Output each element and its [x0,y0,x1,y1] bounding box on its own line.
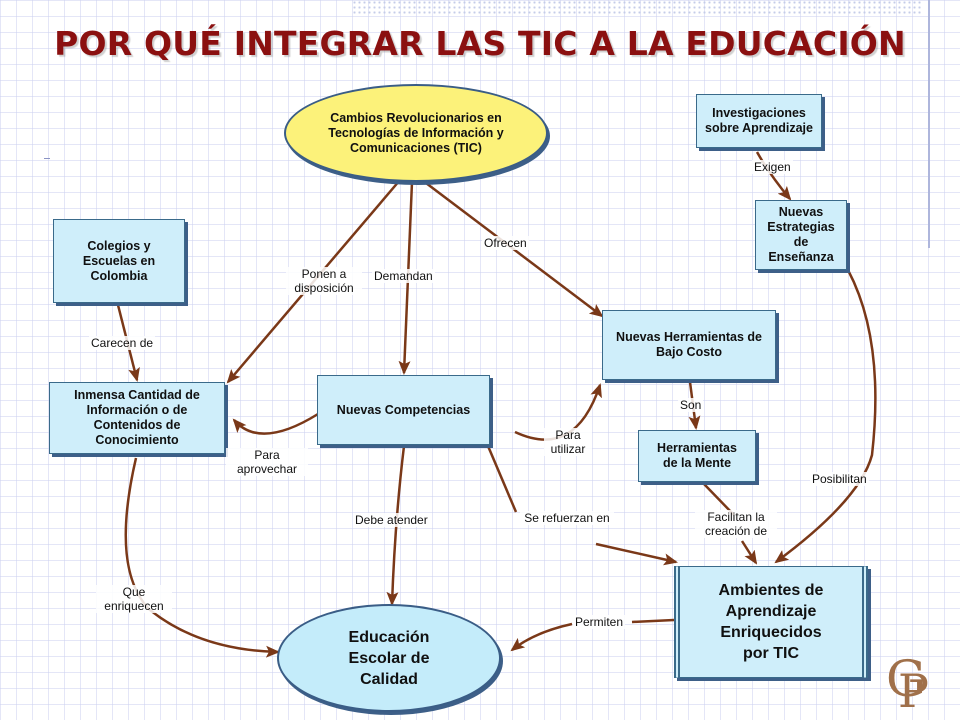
link-label-demandan: Demandan [372,269,435,283]
link-label-para-utilizar: Para utilizar [544,428,592,456]
node-inmensa-cantidad-label: Inmensa Cantidad de Información o de Con… [74,388,200,447]
node-investigaciones-label: Investigaciones sobre Aprendizaje [705,106,813,135]
link-label-permiten: Permiten [573,615,626,629]
gp-monogram-logo-icon: G P [886,650,929,718]
node-cambios-tic-label: Cambios Revolucionarios en Tecnologías d… [328,110,504,155]
slide-edge-mark [44,158,50,159]
slide-edge-bar [928,0,930,248]
node-nuevas-herramientas: Nuevas Herramientas de Bajo Costo [602,310,776,380]
node-ambientes-label: Ambientes de Aprendizaje Enriquecidos po… [718,582,824,662]
slide-title: POR QUÉ INTEGRAR LAS TIC A LA EDUCACIÓN [54,24,906,63]
node-ambientes: Ambientes de Aprendizaje Enriquecidos po… [674,566,868,678]
corner-dot-pattern [352,0,922,16]
link-label-debe-atender: Debe atender [353,513,430,527]
node-colegios: Colegios y Escuelas en Colombia [53,219,185,303]
node-nuevas-competencias-label: Nuevas Competencias [336,402,471,417]
link-exigen [755,151,792,201]
link-label-para-aprovechar: Para aprovechar [226,448,308,476]
node-herramientas-mente-label: Herramientas de la Mente [657,441,737,470]
node-educacion-label: Educación Escolar de Calidad [348,628,430,688]
link-label-se-refuerzan: Se refuerzan en [520,511,614,525]
node-nuevas-estrategias: Nuevas Estrategias de Enseñanza [755,200,847,270]
node-nuevas-competencias: Nuevas Competencias [317,375,490,445]
link-label-posibilitan: Posibilitan [810,472,869,486]
node-colegios-label: Colegios y Escuelas en Colombia [82,238,156,283]
link-permiten [631,618,675,624]
node-nuevas-herramientas-label: Nuevas Herramientas de Bajo Costo [616,330,762,359]
link-que-enriquecen [124,457,280,658]
link-label-ofrecen: Ofrecen [482,236,529,250]
link-label-exigen: Exigen [752,160,793,174]
node-nuevas-estrategias-label: Nuevas Estrategias de Enseñanza [767,205,835,264]
link-label-que-enriquecen: Que enriquecen [96,585,172,613]
link-facilitan [703,483,735,516]
node-educacion: Educación Escolar de Calidad [277,604,501,712]
link-para-aprovechar [232,412,319,435]
link-label-ponen: Ponen a disposición [286,267,362,295]
node-inmensa-cantidad: Inmensa Cantidad de Información o de Con… [49,382,225,454]
link-label-carecen: Carecen de [89,336,156,350]
link-label-son: Son [678,398,704,412]
link-se-refuerzan [486,445,518,513]
link-posibilitan [774,269,877,564]
node-herramientas-mente: Herramientas de la Mente [638,430,756,482]
node-cambios-tic: Cambios Revolucionarios en Tecnologías d… [284,84,548,182]
link-label-facilitan: Facilitan la creación de [695,510,777,538]
node-investigaciones: Investigaciones sobre Aprendizaje [696,94,822,148]
